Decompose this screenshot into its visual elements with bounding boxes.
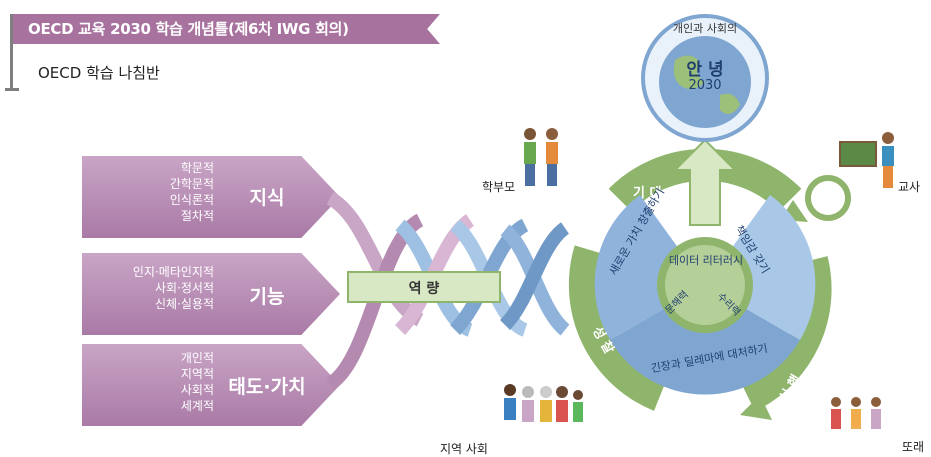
core-inner xyxy=(665,245,745,325)
blackboard xyxy=(839,141,877,167)
knowledge-items: 학문적 간학문적 인식론적 절차적 xyxy=(82,160,214,224)
category-band-skills xyxy=(82,253,340,335)
skills-item: 신체·실용적 xyxy=(154,297,214,311)
sector-right xyxy=(705,195,816,340)
category-band-attitudes xyxy=(82,344,340,426)
attitudes-item: 사회적 xyxy=(180,383,214,397)
page-title: OECD 교육 2030 학습 개념틀(제6차 IWG 회의) xyxy=(28,20,349,38)
skills-label: 기능 xyxy=(249,286,285,308)
competency-bar xyxy=(347,271,501,303)
skills-item: 사회·정서적 xyxy=(154,281,214,295)
sector-left xyxy=(594,195,705,340)
globe-land xyxy=(720,93,740,114)
attitudes-item: 세계적 xyxy=(180,399,214,413)
goal-year-text: 2030 xyxy=(688,78,722,93)
globe-land xyxy=(673,55,705,90)
community-label: 지역 사회 xyxy=(440,442,488,456)
goal-top-text: 개인과 사회의 xyxy=(672,22,738,35)
category-band-knowledge xyxy=(82,156,340,238)
strand-blue xyxy=(499,222,570,330)
attitudes-item: 개인적 xyxy=(180,351,214,365)
flag-pole-base xyxy=(5,88,19,91)
teacher-label: 교사 xyxy=(898,180,921,194)
knowledge-item: 인식론적 xyxy=(169,193,214,207)
sector-bottom xyxy=(610,285,800,395)
attitudes-items: 개인적 지역적 사회적 세계적 xyxy=(82,350,214,414)
parents-label: 학부모 xyxy=(482,180,516,194)
goal-main-text: 안 녕 xyxy=(686,60,724,80)
arrow-head xyxy=(740,395,772,420)
attitudes-label: 태도·가치 xyxy=(228,376,306,398)
attitudes-item: 지역적 xyxy=(180,367,214,381)
parents-icon xyxy=(524,128,558,186)
peers-label: 또래 xyxy=(902,440,925,454)
core-literacy-label: 데이터 리터러시 xyxy=(668,254,744,267)
skills-items: 인지·메타인지적 사회·정서적 신체·실용적 xyxy=(82,264,214,312)
compass-ring xyxy=(805,175,851,221)
anticipation-label: 기 대 xyxy=(633,186,662,201)
knowledge-label: 지식 xyxy=(249,187,285,209)
flag-pole xyxy=(10,14,13,90)
knowledge-item: 절차적 xyxy=(180,209,214,223)
goal-arrow xyxy=(672,138,738,226)
community-icon xyxy=(504,384,583,422)
reflection-arc xyxy=(568,245,667,411)
teacher-icon xyxy=(882,132,894,188)
knowledge-item: 간학문적 xyxy=(169,177,214,191)
peers-icon xyxy=(831,397,881,429)
competency-label: 역 량 xyxy=(408,281,440,297)
title-banner xyxy=(12,14,440,44)
knowledge-item: 학문적 xyxy=(180,161,214,175)
page-subtitle: OECD 학습 나침반 xyxy=(38,64,160,82)
skills-item: 인지·메타인지적 xyxy=(132,265,214,279)
